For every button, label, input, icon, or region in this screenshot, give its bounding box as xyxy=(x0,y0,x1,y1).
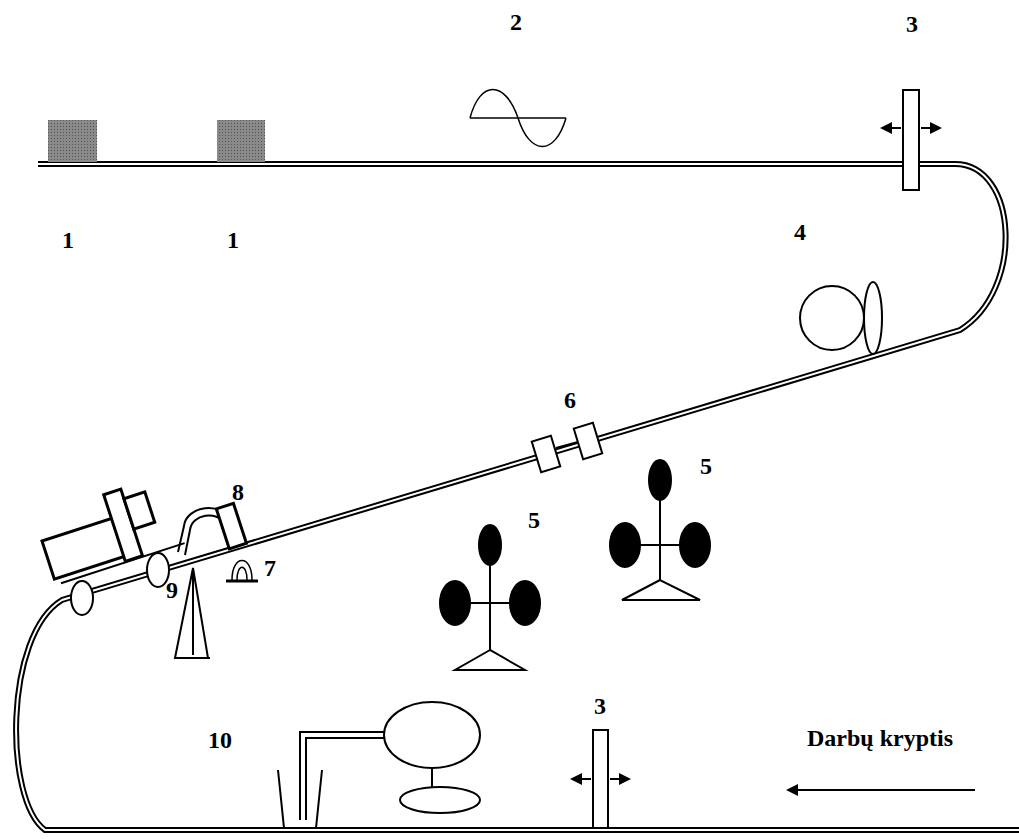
roller xyxy=(800,282,882,354)
callout-number: 7 xyxy=(264,556,276,580)
callout-number: 4 xyxy=(794,220,806,244)
material-pile xyxy=(217,120,265,162)
signal-figure xyxy=(610,460,710,600)
callout-number: 5 xyxy=(700,454,712,478)
direction-label: Darbų kryptis xyxy=(807,726,953,750)
callout-number: 10 xyxy=(208,728,232,752)
callout-number: 1 xyxy=(227,228,239,252)
material-pile xyxy=(48,120,97,162)
barrier-sign xyxy=(572,730,629,828)
sine-symbol xyxy=(470,90,566,147)
lamp-symbol xyxy=(226,561,258,582)
direction-arrow xyxy=(788,789,975,791)
barrier-sign xyxy=(882,90,940,190)
paver xyxy=(178,503,246,555)
road xyxy=(16,164,1019,830)
callout-number: 5 xyxy=(528,508,540,532)
callout-number: 2 xyxy=(510,10,522,34)
callout-number: 3 xyxy=(594,694,606,718)
road-centre xyxy=(16,164,1019,830)
truck xyxy=(34,476,184,615)
callout-number: 6 xyxy=(564,388,576,412)
callout-number: 9 xyxy=(166,578,178,602)
callout-number: 3 xyxy=(906,12,918,36)
sign-post xyxy=(175,568,210,658)
road-blocks xyxy=(532,423,602,472)
tank-sprayer xyxy=(278,702,480,828)
callout-number: 1 xyxy=(62,228,74,252)
callout-number: 8 xyxy=(232,480,244,504)
signal-figure xyxy=(440,525,540,670)
